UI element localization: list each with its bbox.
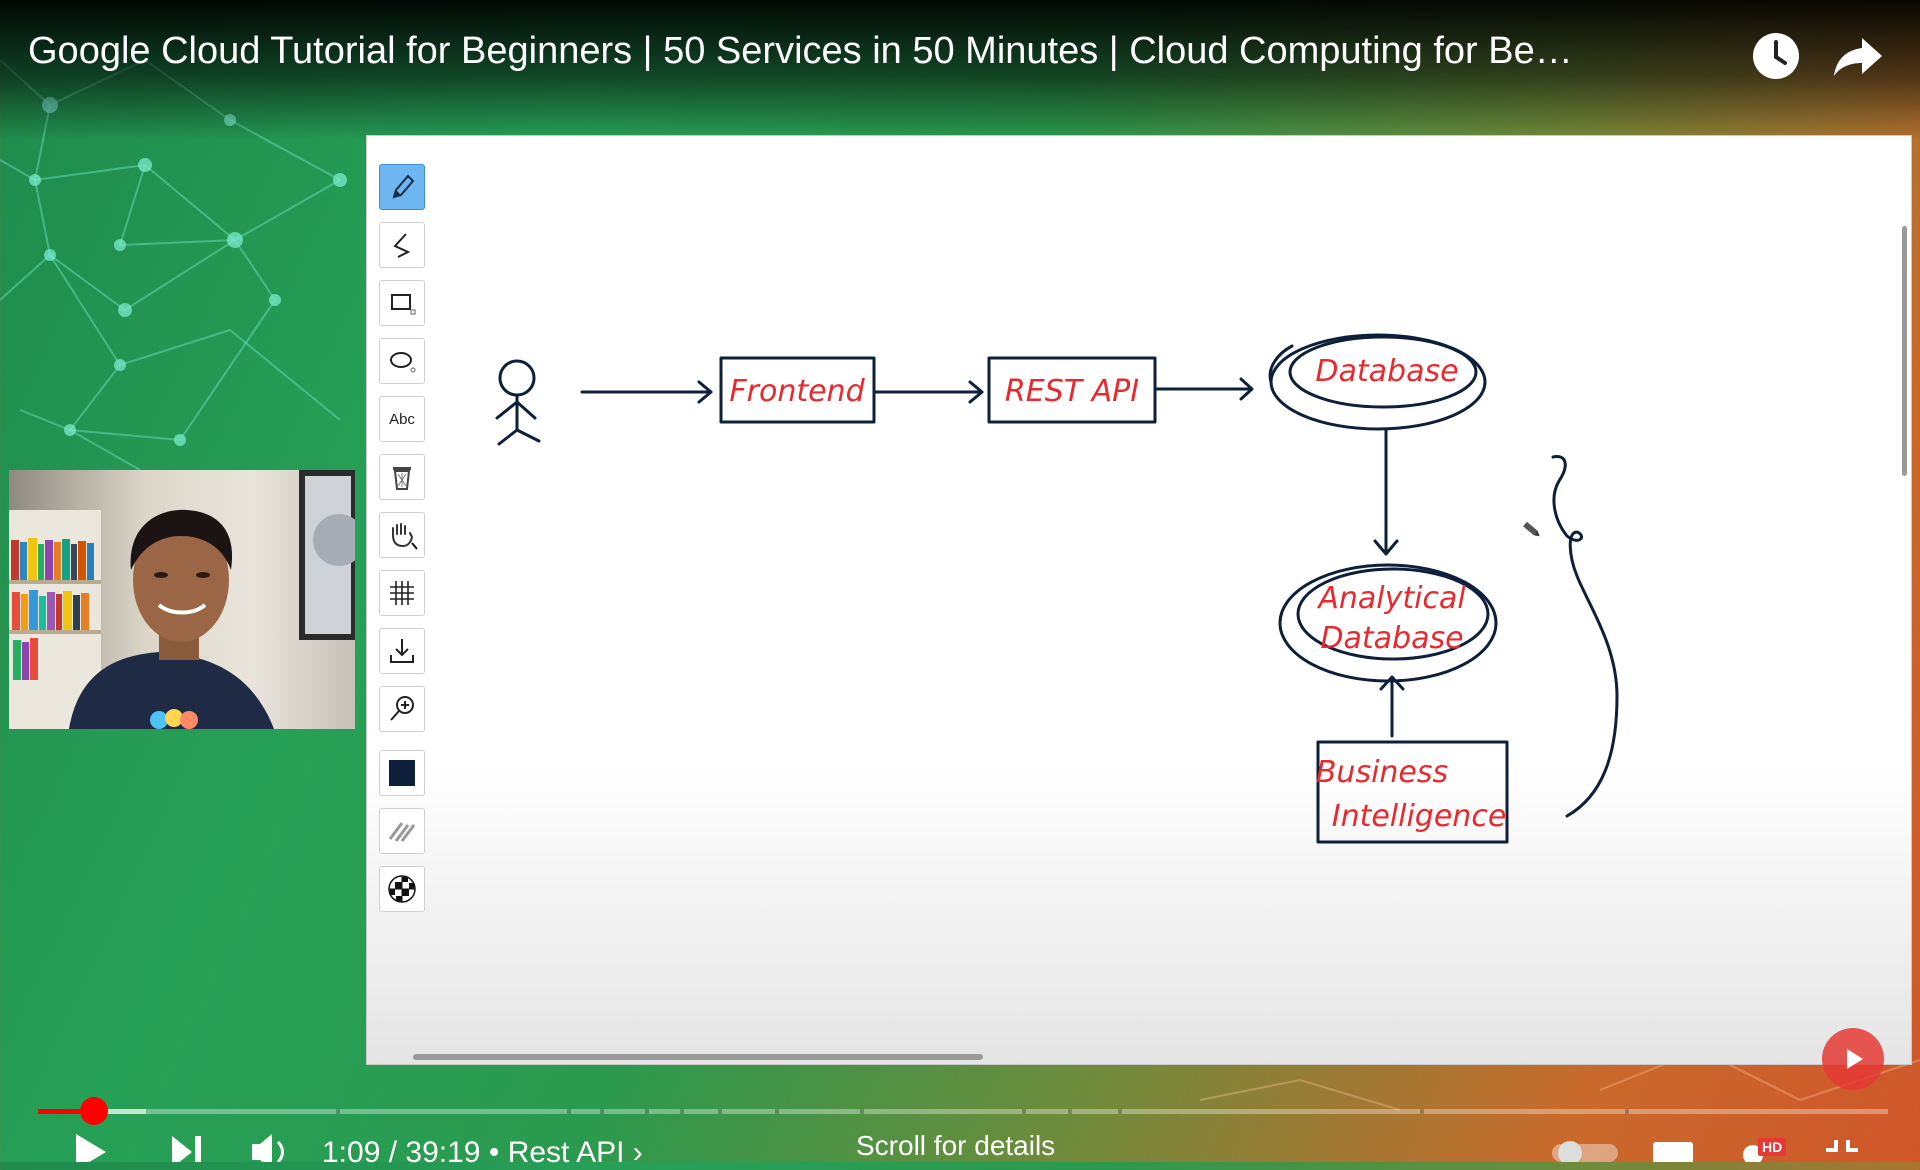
scroll-for-details[interactable]: Scroll for details <box>856 1130 1056 1161</box>
rectangle-tool[interactable] <box>379 280 425 326</box>
volume-icon[interactable] <box>250 1132 294 1170</box>
autoplay-badge[interactable] <box>1822 1028 1884 1090</box>
delete-tool[interactable] <box>379 454 425 500</box>
hd-badge: HD <box>1758 1138 1787 1156</box>
chapter-marker <box>775 1109 779 1114</box>
chapter-marker <box>680 1109 684 1114</box>
pan-tool[interactable] <box>379 512 425 558</box>
captions-icon[interactable] <box>1652 1140 1694 1167</box>
chapter-marker <box>860 1109 864 1114</box>
chapter-marker <box>1420 1109 1424 1114</box>
whiteboard-fade <box>367 764 1911 1064</box>
ellipse-icon <box>390 352 416 373</box>
total-time: 39:19 <box>405 1136 481 1169</box>
arrow-user-frontend <box>580 380 713 404</box>
text-tool-label: Abc <box>389 410 415 428</box>
video-title[interactable]: Google Cloud Tutorial for Beginners | 50… <box>28 30 1573 72</box>
arrow-bi-analytical <box>1379 675 1405 738</box>
chapter-marker <box>600 1109 604 1114</box>
chapter-marker <box>1022 1109 1026 1114</box>
grid-tool[interactable] <box>379 570 425 616</box>
progress-track[interactable] <box>38 1109 1888 1114</box>
chapter-marker <box>567 1109 571 1114</box>
arrow-rest-database <box>1153 377 1254 401</box>
zoom-tool[interactable] <box>379 686 425 732</box>
pencil-cursor-icon <box>1523 521 1540 537</box>
presenter-webcam <box>9 470 355 729</box>
bi-label-line1: Business <box>1316 755 1448 790</box>
share-icon[interactable] <box>1832 30 1884 82</box>
progress-played <box>38 1109 94 1114</box>
grid-icon <box>390 581 414 605</box>
rest-api-label: REST API <box>1005 374 1139 409</box>
architecture-diagram: Frontend REST API Database Analytical Da… <box>495 333 1619 844</box>
chapter-title[interactable]: Rest API <box>507 1136 625 1169</box>
text-tool[interactable]: Abc <box>379 396 425 442</box>
chapter-separator: • <box>488 1136 500 1169</box>
pencil-icon <box>392 174 415 199</box>
chapter-marker <box>645 1109 649 1114</box>
chapter-marker <box>718 1109 722 1114</box>
download-tool[interactable] <box>379 628 425 674</box>
download-icon <box>390 639 414 663</box>
play-badge-icon <box>1847 1049 1863 1069</box>
arrow-database-analytical <box>1373 427 1399 556</box>
line-tool[interactable] <box>379 222 425 268</box>
top-gradient-overlay <box>0 0 1920 140</box>
frontend-box <box>719 356 876 424</box>
chapter-chevron-icon[interactable]: › <box>632 1136 643 1169</box>
user-figure <box>495 359 541 446</box>
frontend-label: Frontend <box>729 374 865 409</box>
database-inner-ellipse <box>1288 335 1478 409</box>
chapter-marker <box>1625 1109 1629 1114</box>
analytical-inner-ellipse <box>1296 567 1490 661</box>
color-swatch[interactable] <box>379 750 425 796</box>
ellipse-tool[interactable] <box>379 338 425 384</box>
whiteboard-canvas[interactable]: Abc <box>366 135 1912 1065</box>
vertical-scrollbar[interactable] <box>1902 226 1907 476</box>
line-icon <box>393 233 411 258</box>
fullscreen-icon[interactable] <box>1822 1136 1862 1167</box>
scrubber-handle[interactable] <box>80 1097 108 1125</box>
chapter-marker <box>1068 1109 1072 1114</box>
current-time: 1:09 <box>322 1136 381 1169</box>
database-label: Database <box>1315 354 1458 389</box>
pattern-tool[interactable] <box>379 866 425 912</box>
autoplay-toggle[interactable] <box>1552 1140 1618 1167</box>
bi-box <box>1316 740 1509 844</box>
analytical-label-line2: Database <box>1320 621 1463 656</box>
horizontal-scrollbar[interactable] <box>413 1054 983 1060</box>
color-swatch-icon <box>389 760 415 786</box>
hand-icon <box>392 523 418 550</box>
next-icon[interactable] <box>168 1132 208 1168</box>
play-icon[interactable] <box>72 1132 112 1170</box>
time-display: 1:09 / 39:19 • Rest API › <box>322 1136 643 1170</box>
zoom-in-icon <box>390 696 414 721</box>
checker-icon <box>388 875 416 903</box>
arrow-frontend-rest <box>872 380 984 404</box>
analytical-label-line1: Analytical <box>1316 581 1466 616</box>
bi-label-line2: Intelligence <box>1332 799 1507 834</box>
watch-later-icon[interactable] <box>1750 30 1802 82</box>
pencil-tool[interactable] <box>379 164 425 210</box>
time-separator: / <box>388 1136 398 1169</box>
chapter-marker <box>336 1109 340 1114</box>
curly-bracket <box>1551 455 1619 818</box>
rectangle-icon <box>391 294 416 315</box>
trash-icon <box>393 467 411 490</box>
chapter-marker <box>1118 1109 1122 1114</box>
pencils-tool[interactable] <box>379 808 425 854</box>
pencils-icon <box>388 822 416 842</box>
